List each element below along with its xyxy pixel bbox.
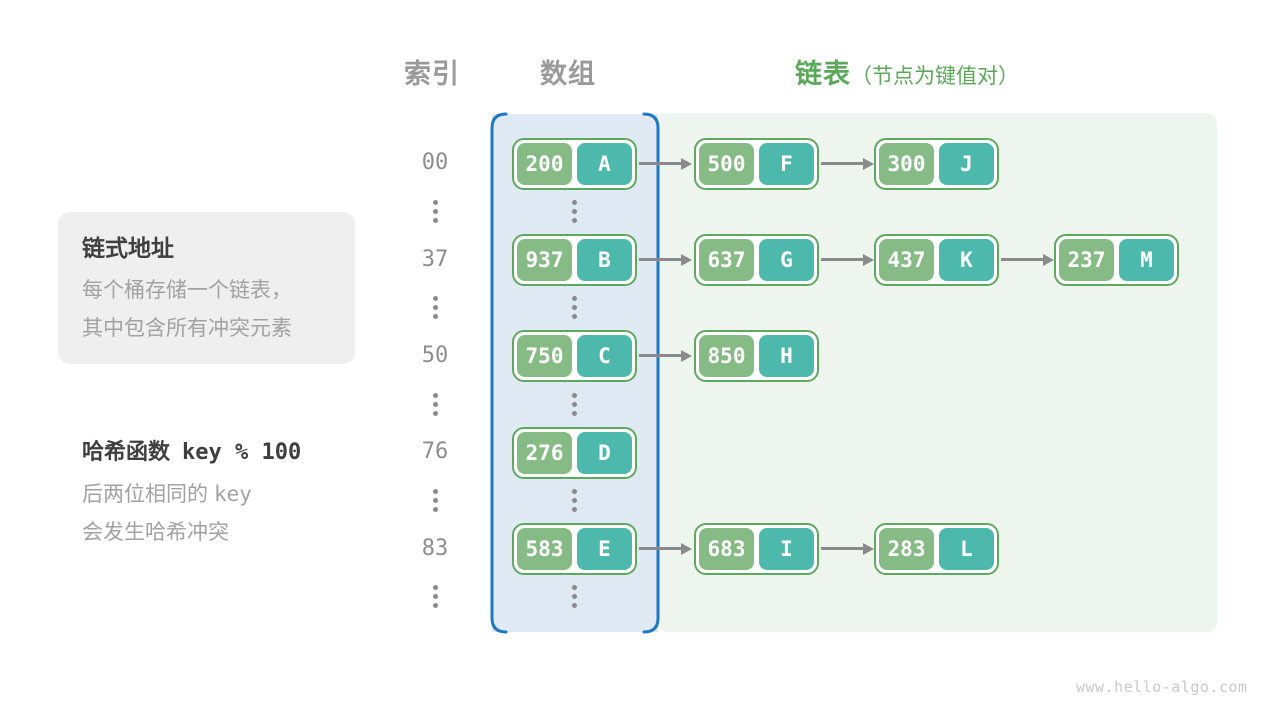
node-value: L [939,528,994,570]
chain-node: 300 J [874,138,999,190]
note-box-line: 其中包含所有冲突元素 [82,317,292,340]
node-key: 750 [517,335,572,377]
chain-node: 283 L [874,523,999,575]
header-list-group: 链表 （节点为键值对） [795,52,1019,91]
node-key: 500 [699,143,754,185]
node-key: 437 [879,239,934,281]
node-value: K [939,239,994,281]
vertical-ellipsis-icon [572,296,577,301]
node-value: A [577,143,632,185]
vertical-ellipsis-icon [572,489,577,494]
index-label: 83 [421,536,449,561]
node-key: 283 [879,528,934,570]
node-key: 683 [699,528,754,570]
node-key: 583 [517,528,572,570]
vertical-ellipsis-icon [433,489,438,494]
vertical-ellipsis-icon [433,585,438,590]
node-value: H [759,335,814,377]
hash-function-label: 哈希函数 [82,439,171,464]
index-label: 76 [421,439,449,464]
bucket-node: 750 C [512,330,637,382]
chain-node: 237 M [1054,234,1179,286]
index-label: 00 [421,150,449,175]
index-label: 50 [421,343,449,368]
array-bracket-icon [490,112,660,634]
next-pointer-arrow [821,547,864,550]
vertical-ellipsis-icon [572,585,577,590]
node-key: 937 [517,239,572,281]
note-box-body: 每个桶存储一个链表， 其中包含所有冲突元素 [82,272,331,348]
node-key: 850 [699,335,754,377]
node-value: F [759,143,814,185]
node-key: 237 [1059,239,1114,281]
node-key: 637 [699,239,754,281]
bucket-node: 200 A [512,138,637,190]
bucket-node: 276 D [512,427,637,479]
next-pointer-arrow [639,547,682,550]
node-key: 276 [517,432,572,474]
index-label: 37 [421,247,449,272]
vertical-ellipsis-icon [433,200,438,205]
hash-function-formula: key % 100 [182,440,302,465]
node-value: C [577,335,632,377]
watermark: www.hello-algo.com [1076,678,1248,696]
header-index: 索引 [404,59,460,89]
next-pointer-arrow [821,258,864,261]
node-key: 300 [879,143,934,185]
chain-node: 683 I [694,523,819,575]
node-key: 200 [517,143,572,185]
hash-note-line: 会发生哈希冲突 [82,521,229,544]
vertical-ellipsis-icon [572,200,577,205]
chain-node: 637 G [694,234,819,286]
node-value: J [939,143,994,185]
bucket-node: 937 B [512,234,637,286]
chain-node: 500 F [694,138,819,190]
next-pointer-arrow [639,354,682,357]
header-list-note: （节点为键值对） [851,65,1019,88]
chaining-note-box: 链式地址 每个桶存储一个链表， 其中包含所有冲突元素 [58,212,355,364]
next-pointer-arrow [1001,258,1044,261]
chain-node: 437 K [874,234,999,286]
node-value: M [1119,239,1174,281]
node-value: D [577,432,632,474]
node-value: I [759,528,814,570]
next-pointer-arrow [639,162,682,165]
vertical-ellipsis-icon [433,393,438,398]
header-array: 数组 [540,59,596,89]
hash-function-title: 哈希函数 key % 100 [82,434,301,466]
vertical-ellipsis-icon [433,296,438,301]
vertical-ellipsis-icon [572,393,577,398]
chain-node: 850 H [694,330,819,382]
node-value: B [577,239,632,281]
header-list: 链表 [795,59,851,89]
note-box-line: 每个桶存储一个链表， [82,279,292,302]
bucket-node: 583 E [512,523,637,575]
next-pointer-arrow [821,162,864,165]
next-pointer-arrow [639,258,682,261]
note-box-title: 链式地址 [82,235,174,261]
node-value: E [577,528,632,570]
node-value: G [759,239,814,281]
